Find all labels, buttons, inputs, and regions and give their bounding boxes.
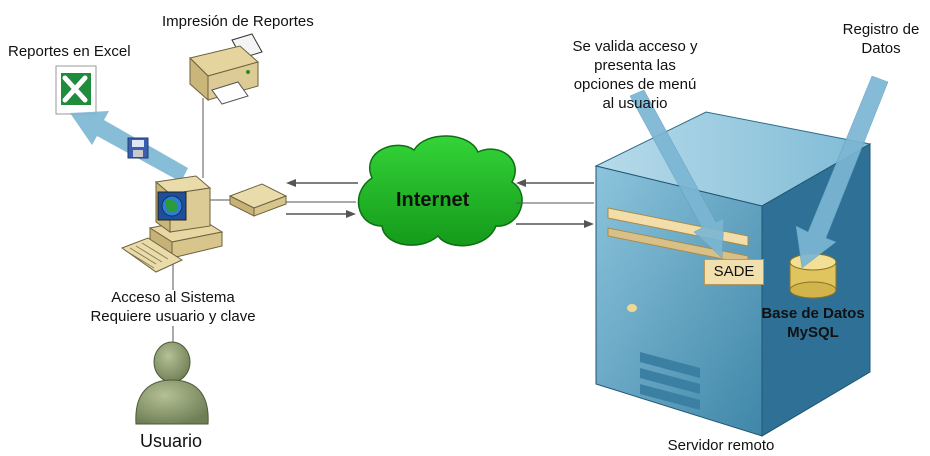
cloud-icon [357, 135, 523, 247]
printer-icon [189, 33, 263, 105]
arrow-internet-to-pc [286, 179, 358, 187]
valida-acceso-line3: opciones de menú [573, 76, 697, 93]
base-datos-line1: Base de Datos [761, 305, 865, 322]
arrow-pc-to-internet [286, 210, 356, 218]
acceso-sistema-label: Acceso al Sistema [111, 289, 235, 306]
servidor-remoto-label: Servidor remoto [667, 437, 775, 454]
excel-icon [55, 65, 97, 115]
modem-icon [228, 183, 288, 217]
registro-datos-line1: Registro de [842, 21, 920, 38]
internet-label: Internet [396, 189, 470, 211]
valida-acceso-line4: al usuario [602, 95, 668, 112]
usuario-label: Usuario [140, 431, 203, 451]
arrow-validation [629, 89, 725, 259]
keyboard-icon [120, 237, 184, 273]
arrow-internet-to-server [516, 220, 594, 228]
registro-datos-line2: Datos [861, 40, 901, 57]
user-icon [135, 341, 209, 425]
requiere-usuario-label: Requiere usuario y clave [90, 308, 256, 325]
computer-icon [148, 175, 224, 259]
arrow-server-to-internet [516, 179, 594, 187]
arrow-registro [795, 75, 889, 269]
valida-acceso-line1: Se valida acceso y [572, 38, 698, 55]
impresion-reportes-label: Impresión de Reportes [162, 13, 314, 30]
database-icon [789, 253, 837, 299]
valida-acceso-line2: presenta las [594, 57, 676, 74]
reportes-excel-label: Reportes en Excel [8, 43, 131, 60]
save-disk-icon [127, 137, 149, 159]
base-datos-line2: MySQL [787, 324, 839, 341]
sade-box: SADE [704, 259, 764, 285]
